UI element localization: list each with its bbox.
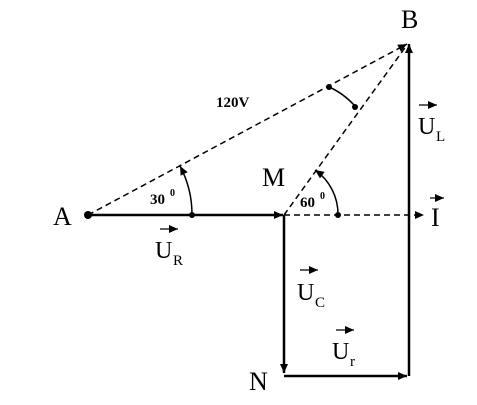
angle-a-value: 30 — [150, 192, 165, 208]
line-mb-dashed — [283, 44, 408, 216]
label-vector-ul: U L — [418, 101, 445, 145]
label-point-m: M — [262, 163, 285, 192]
vector-ur-small-subscript: r — [350, 354, 355, 370]
point-a-dot — [84, 211, 92, 219]
angle-arc-m — [314, 169, 339, 216]
label-angle-a: 30 0 — [150, 188, 175, 208]
angle-a-degree: 0 — [170, 188, 175, 199]
label-point-i: I — [431, 203, 440, 232]
label-vector-ur-small: U r — [332, 326, 355, 370]
label-vector-uc: U C — [297, 266, 325, 311]
vector-ur-subscript: R — [173, 253, 183, 269]
label-voltage-ab: 120V — [216, 95, 250, 111]
vector-ul-subscript: L — [436, 129, 445, 145]
angle-arc-a — [179, 165, 193, 216]
vector-ur-small-symbol: U — [332, 339, 349, 365]
label-point-n: N — [249, 367, 268, 396]
label-angle-m: 60 0 — [300, 191, 325, 211]
label-point-a: A — [53, 202, 72, 231]
vector-uc-subscript: C — [315, 295, 325, 311]
arc-b-dot-1 — [326, 84, 332, 90]
arc-m-dot — [335, 212, 341, 218]
vector-uc-symbol: U — [297, 280, 314, 306]
arc-b-dot-2 — [352, 104, 358, 110]
label-point-b: B — [401, 5, 418, 34]
vector-ur-symbol: U — [155, 238, 172, 264]
line-ab-dashed — [87, 43, 408, 216]
vector-ul-symbol: U — [418, 114, 435, 140]
arc-a-dot — [189, 212, 195, 218]
angle-m-degree: 0 — [320, 191, 325, 202]
angle-arc-b — [328, 86, 356, 107]
label-vector-ur: U R — [155, 225, 183, 269]
angle-m-value: 60 — [300, 195, 315, 211]
